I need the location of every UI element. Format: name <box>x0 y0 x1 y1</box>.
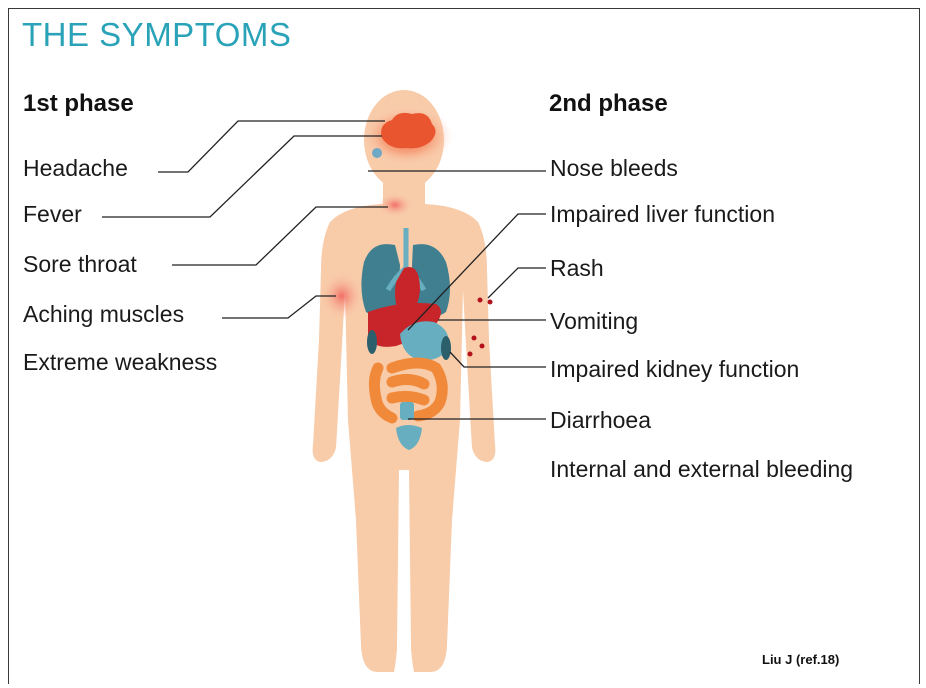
eye <box>372 148 382 158</box>
colon-segment <box>400 402 414 420</box>
kidney-right <box>441 336 451 360</box>
kidney-left <box>367 330 377 354</box>
throat-inflammation <box>377 193 413 217</box>
